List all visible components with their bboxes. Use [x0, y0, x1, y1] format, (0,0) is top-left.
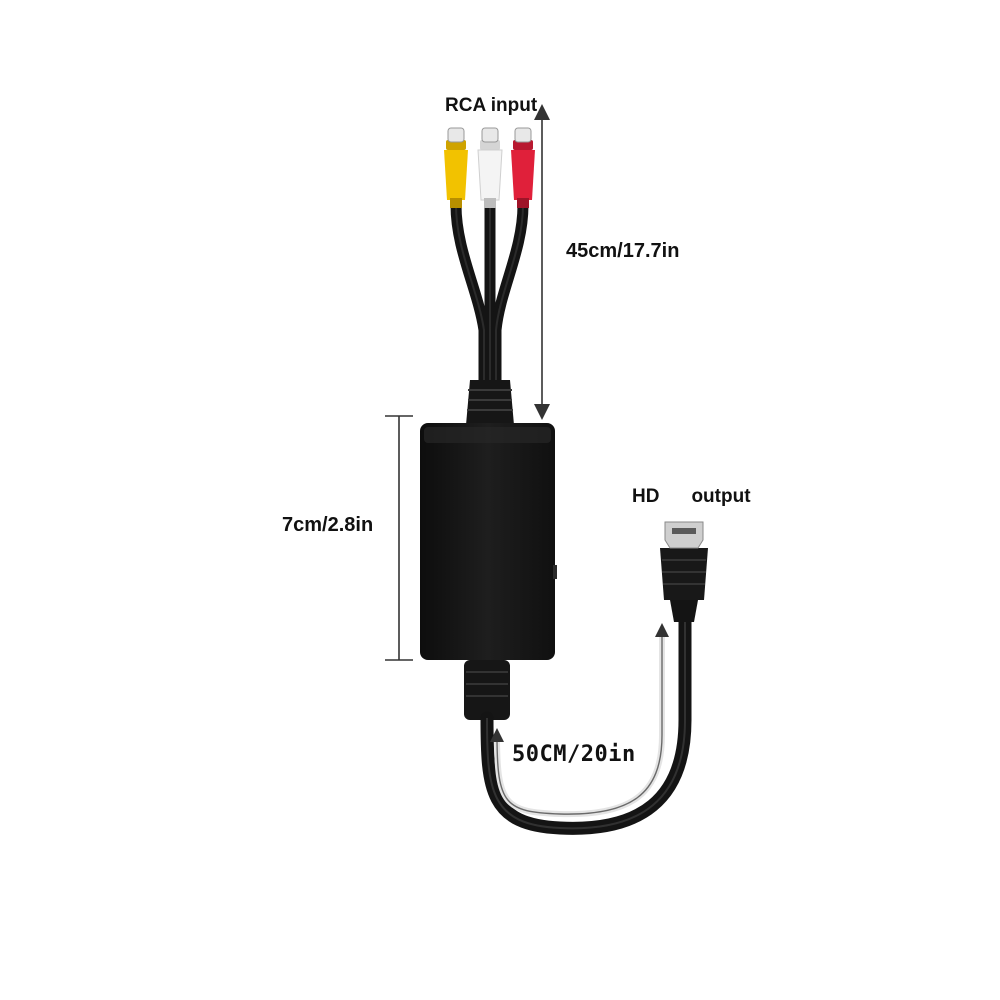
hdmi-cable-length-label: 50CM/20in [512, 742, 636, 767]
rca-cable-length-label: 45cm/17.7in [566, 240, 680, 262]
converter-box-icon [420, 423, 557, 660]
hd-output-label: HD output [632, 486, 751, 508]
dimension-hdmi-length [490, 623, 669, 818]
hd-output-label-right: output [691, 486, 751, 507]
strain-relief-top [466, 380, 514, 425]
rca-input-label: RCA input [445, 95, 538, 116]
rca-cables [450, 199, 529, 391]
hd-output-label-left: HD [632, 486, 660, 507]
rca-yellow-connector-icon [444, 127, 468, 208]
rca-red-connector-icon [511, 127, 535, 208]
dimension-box-height [385, 415, 413, 661]
box-height-label: 7cm/2.8in [282, 514, 374, 536]
rca-white-connector-icon [477, 127, 503, 208]
hdmi-plug-icon [660, 521, 708, 622]
